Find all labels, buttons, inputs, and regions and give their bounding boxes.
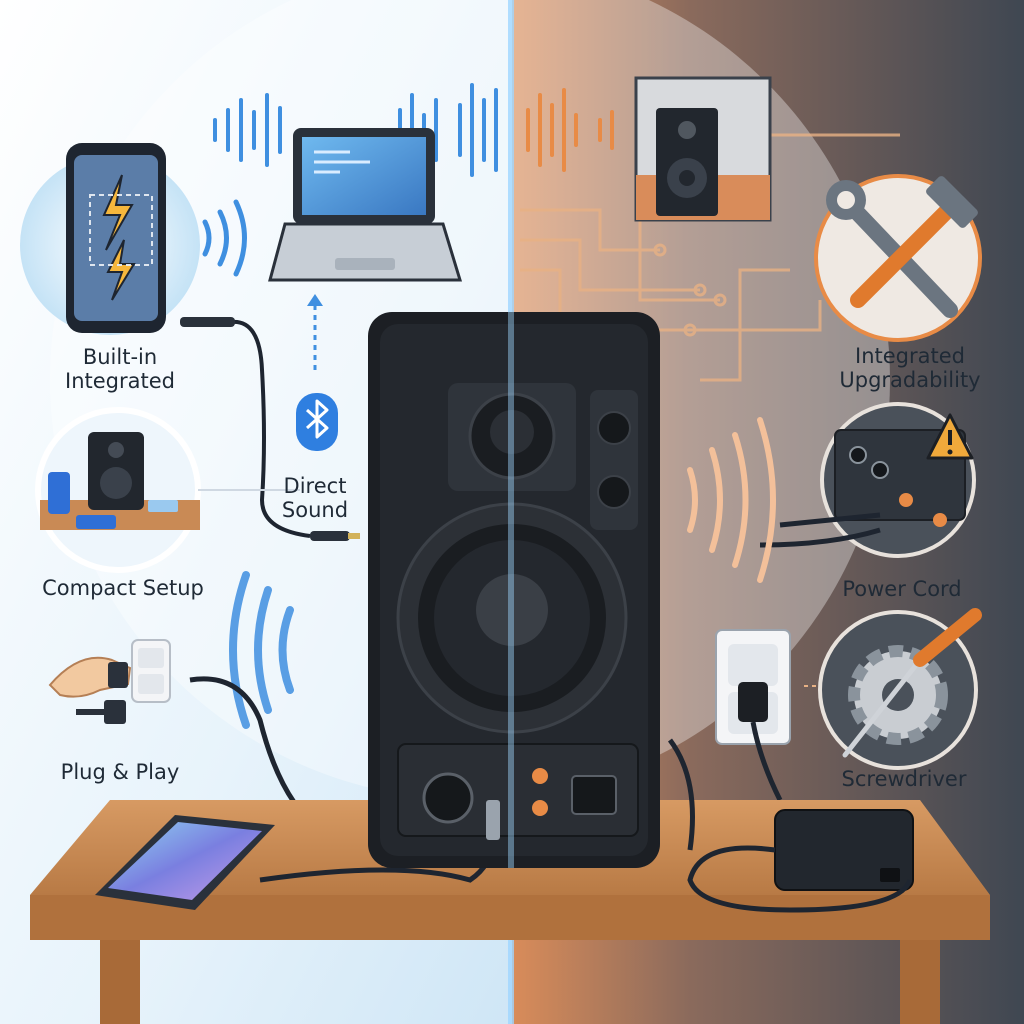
warning-icon [926,413,974,460]
label-built-in: Built-in Integrated [15,345,225,393]
power-adapter-icon [667,738,914,913]
label-direct-line1: Direct [283,474,347,498]
sound-wave-right-large-icon [687,417,776,583]
wall-plug-icon [48,639,171,724]
sound-wave-right-icon [526,88,614,172]
label-integrated-upgradability: Integrated Upgradability [800,344,1020,392]
label-compact-setup: Compact Setup [42,576,204,600]
main-speaker-icon [368,312,660,868]
wrench-hammer-icon [814,174,982,342]
label-integrated-line1: Integrated [855,344,965,368]
label-plug-and-play: Plug & Play [60,760,180,784]
wall-speaker-icon [634,76,772,222]
label-built-in-line2: Integrated [65,369,175,393]
smartphone-icon [20,143,200,335]
label-built-in-line1: Built-in [82,345,158,369]
label-screwdriver: Screwdriver [841,767,967,791]
label-power-cord: Power Cord [842,577,962,601]
label-upgradability-line2: Upgradability [839,368,981,392]
label-direct-sound: Direct Sound [255,474,375,522]
aux-cable-icon [231,319,311,538]
phone-signal-icon [202,199,247,277]
circuit-traces [520,133,900,382]
desk-speaker-icon [35,407,201,573]
sound-wave-left-icon [213,83,498,177]
laptop-icon [268,128,463,282]
phone-on-table-icon [95,815,275,910]
sound-wave-large-left-icon [229,571,294,729]
outlet-icon [715,629,791,745]
label-direct-line2: Sound [281,498,349,522]
gear-screwdriver-icon [818,608,982,770]
bluetooth-icon [296,393,338,451]
